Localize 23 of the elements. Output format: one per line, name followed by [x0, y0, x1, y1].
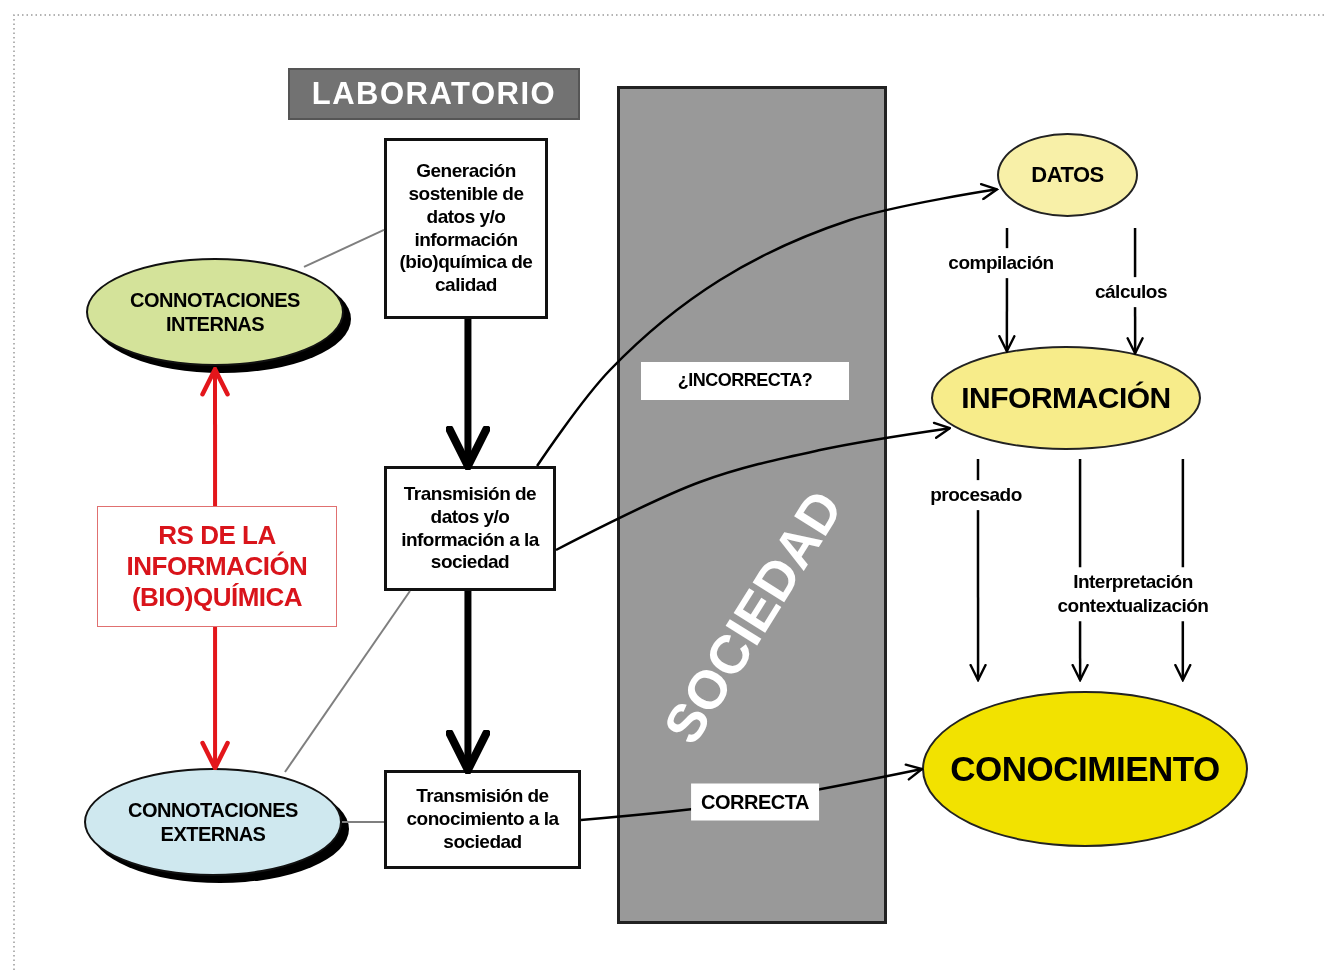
edge-label: cálculos [1093, 277, 1169, 307]
arrow [536, 182, 999, 467]
connector-line [303, 228, 385, 268]
connector-line [284, 590, 411, 773]
ellipse-node: INFORMACIÓN [931, 346, 1201, 450]
connector-line [341, 821, 385, 823]
process-box: Transmisión de datos y/o información a la sociedad [384, 466, 556, 591]
ellipse-node: DATOS [997, 133, 1138, 217]
process-box: Transmisión de conocimiento a la sociedad [384, 770, 581, 869]
highlight-box: RS DE LA INFORMACIÓN (BIO)QUÍMICA [97, 506, 337, 627]
edge-label: compilación [946, 248, 1056, 278]
arrow [200, 367, 230, 506]
arrow [555, 421, 952, 552]
edge-label: CORRECTA [691, 783, 819, 821]
arrow [200, 627, 230, 771]
ellipse-node: CONOCIMIENTO [922, 691, 1248, 847]
edge-label: procesado [928, 480, 1024, 510]
title-box: LABORATORIO [288, 68, 580, 120]
process-box: Generación sostenible de datos y/o información (bio)química de calidad [384, 138, 548, 319]
label-box: ¿INCORRECTA? [641, 362, 849, 400]
society-band [617, 86, 887, 924]
arrow [445, 319, 491, 471]
arrow [445, 591, 491, 775]
